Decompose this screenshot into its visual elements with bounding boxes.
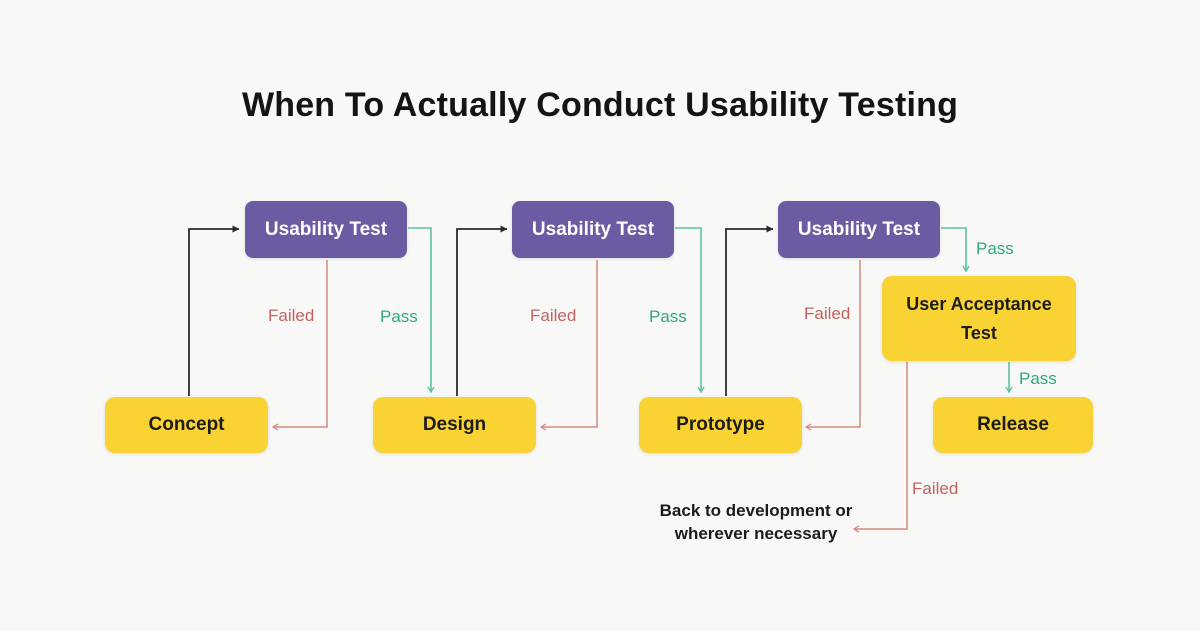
arrow-pass-usability-test-2-to-prototype xyxy=(675,227,701,392)
edge-label-failed-2: Failed xyxy=(530,306,577,325)
note-line-1: Back to development or xyxy=(659,501,853,520)
arrow-failed-uat-to-development-note xyxy=(854,362,908,529)
edge-label-failed-3: Failed xyxy=(804,304,851,323)
edge-label-pass-3: Pass xyxy=(976,239,1014,258)
edge-label-pass-1: Pass xyxy=(380,307,418,326)
node-usability-test-3: Usability Test xyxy=(778,201,940,258)
node-usability-test-1: Usability Test xyxy=(245,201,407,258)
node-user-acceptance-test: User Acceptance Test xyxy=(882,276,1076,361)
arrow-design-to-usability-test-2 xyxy=(456,225,508,396)
page-title: When To Actually Conduct Usability Testi… xyxy=(241,86,959,124)
arrow-pass-usability-test-1-to-design xyxy=(408,227,431,392)
edge-label-pass-4: Pass xyxy=(1019,369,1057,388)
arrow-failed-usability-test-1-to-concept xyxy=(273,260,328,427)
edge-label-pass-2: Pass xyxy=(649,307,687,326)
note-line-2: wherever necessary xyxy=(674,524,838,543)
node-release: Release xyxy=(933,397,1093,453)
node-design: Design xyxy=(373,397,536,453)
node-concept: Concept xyxy=(105,397,268,453)
arrow-failed-usability-test-3-to-prototype xyxy=(806,260,861,427)
node-usability-test-2: Usability Test xyxy=(512,201,674,258)
arrow-failed-usability-test-2-to-design xyxy=(541,260,598,427)
node-prototype: Prototype xyxy=(639,397,802,453)
back-to-development-note: Back to development or wherever necessar… xyxy=(641,499,871,545)
arrow-prototype-to-usability-test-3 xyxy=(725,225,774,396)
edge-label-failed-1: Failed xyxy=(268,306,315,325)
edge-label-failed-4: Failed xyxy=(912,479,959,498)
arrow-concept-to-usability-test-1 xyxy=(188,225,240,396)
arrow-pass-usability-test-3-to-uat xyxy=(941,227,966,271)
